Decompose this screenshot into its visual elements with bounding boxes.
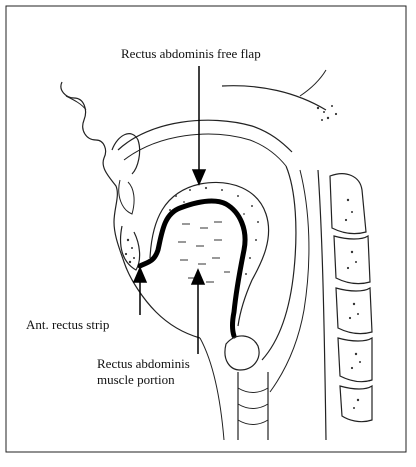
- pharynx-line: [262, 166, 296, 360]
- label-rectus-flap: Rectus abdominis free flap: [121, 46, 261, 62]
- mandible: [121, 226, 140, 270]
- arrow-flap: [193, 66, 205, 184]
- figure-frame: [6, 6, 406, 452]
- stipple-upper: [317, 105, 337, 121]
- neck-front: [200, 338, 224, 440]
- skull-line-2: [300, 70, 326, 96]
- trachea-rings: [238, 388, 268, 425]
- label-muscle-line2: muscle portion: [97, 372, 175, 388]
- flap-outline-thick: [140, 201, 245, 336]
- flap-region: [150, 182, 269, 326]
- maxilla: [112, 134, 140, 174]
- label-ant-rectus-strip: Ant. rectus strip: [26, 317, 109, 333]
- pharynx-line-2: [270, 170, 309, 392]
- larynx: [225, 336, 259, 370]
- skull-line: [222, 86, 326, 110]
- stipple-jaw: [125, 239, 135, 263]
- arrow-strip: [134, 268, 146, 315]
- spine: [318, 170, 372, 440]
- upper-tooth: [119, 180, 134, 214]
- muscle-dashes: [178, 222, 230, 282]
- label-muscle-line1: Rectus abdominis: [97, 356, 190, 372]
- palate-inner: [124, 134, 286, 166]
- spine-stipple: [345, 199, 361, 409]
